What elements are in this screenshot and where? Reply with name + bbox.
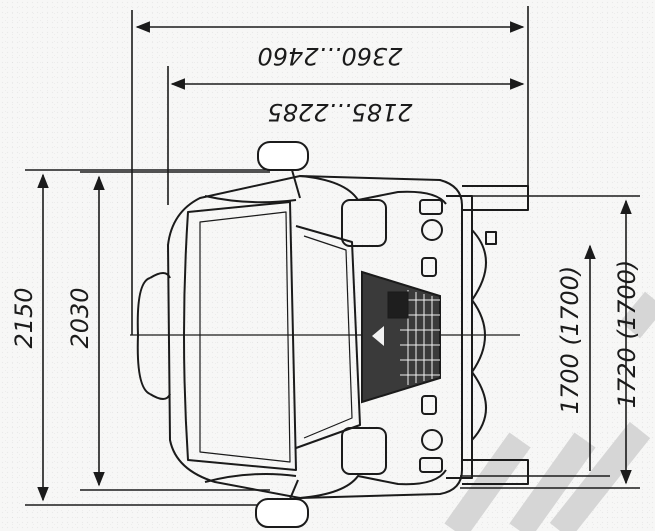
dimension-height-overall [25,169,270,506]
label-height-2: 1720 (1700) [613,260,641,409]
grille [361,270,441,404]
label-height-cab: 2030 [66,287,94,348]
dimension-width-body [167,66,525,205]
label-height-1: 1700 (1700) [556,266,584,415]
tractor-body [136,175,529,499]
mirror-bottom [255,479,309,528]
mirror-top [257,141,309,199]
label-width-mirrors: 2360...2460 [257,42,402,70]
dimension-height-cab [80,171,270,491]
dimension-height-right [460,195,640,489]
label-height-overall: 2150 [10,287,38,348]
label-width-body: 2185...2285 [267,98,412,126]
watermark [444,291,655,531]
